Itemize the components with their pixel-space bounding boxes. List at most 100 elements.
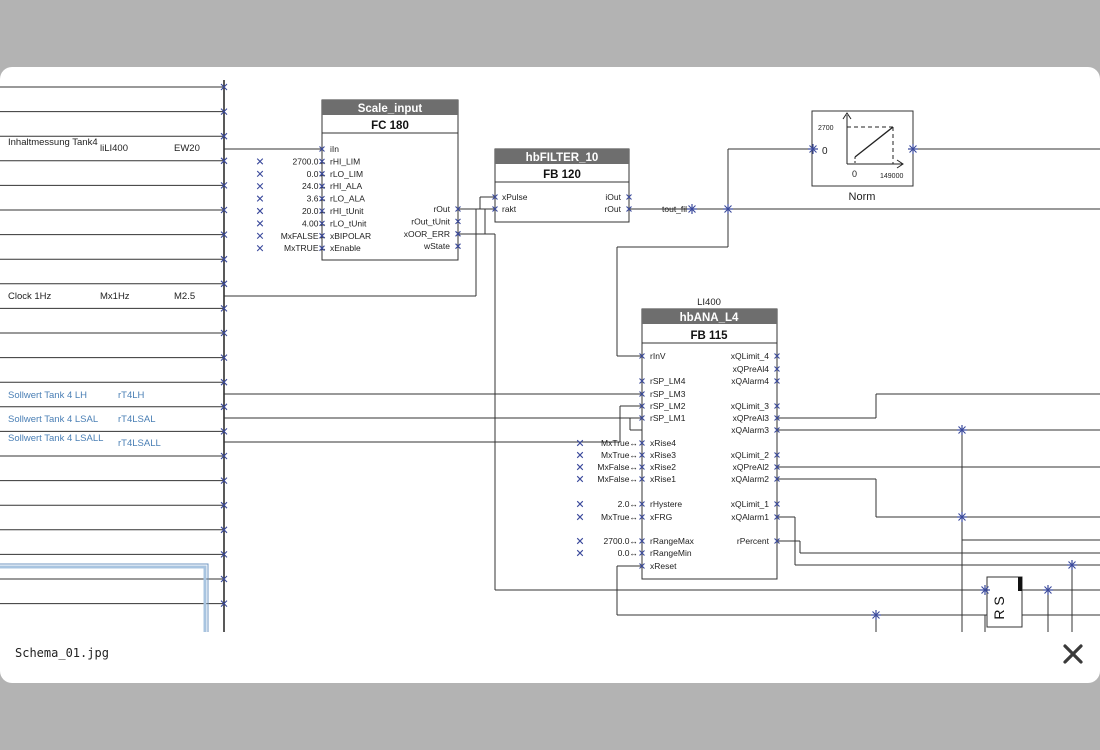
connection-mark <box>774 501 780 507</box>
connection-mark <box>319 245 325 252</box>
connection-mark <box>256 232 264 239</box>
fb115-input-pin: xFRG <box>650 512 672 522</box>
signal-addr: EW20 <box>174 143 200 154</box>
norm-label: Norm <box>849 191 876 203</box>
connection-mark <box>639 403 645 409</box>
connection-mark <box>872 611 880 619</box>
fc180-input-pin: rHI_ALA <box>330 181 362 191</box>
connection-mark <box>639 391 645 397</box>
connection-mark <box>688 205 696 213</box>
fc180-input-pin: rLO_tUnit <box>330 218 367 228</box>
image-caption: Schema_01.jpg <box>15 646 109 660</box>
connection-mark <box>220 551 228 558</box>
connection-mark <box>774 452 780 458</box>
fb115-input-value: MxTrue↔ <box>601 512 638 522</box>
connection-mark <box>774 353 780 359</box>
signal-name: Sollwert Tank 4 LH <box>8 390 87 401</box>
connection-mark <box>724 205 732 213</box>
fb120-number: FB 120 <box>543 169 581 181</box>
fb115-output-pin: xQLimit_1 <box>731 499 770 509</box>
fb115-input-value: MxTrue↔ <box>601 438 638 448</box>
connection-mark <box>576 549 584 557</box>
rs-flipflop: R S <box>986 576 1023 628</box>
connection-mark <box>774 366 780 372</box>
connection-mark <box>220 428 228 435</box>
fb115-input-value: MxFalse↔ <box>597 474 638 484</box>
connection-mark <box>576 500 584 508</box>
fb115-output-pin: xQLimit_2 <box>731 450 770 460</box>
connection-mark <box>256 207 264 215</box>
connection-mark <box>774 415 780 421</box>
connection-mark <box>639 452 645 458</box>
connection-mark <box>220 132 228 140</box>
fb115-input-value: 2.0↔ <box>618 499 638 509</box>
connection-mark <box>639 464 645 470</box>
signal-name: Inhaltmessung Tank4 <box>8 137 98 148</box>
connection-mark <box>256 220 264 227</box>
image-viewer-modal: Inhaltmessung Tank4 liLI400 EW20 Clock 1… <box>0 67 1100 683</box>
fc180-input-pin: iIn <box>330 144 339 154</box>
connection-mark <box>639 514 645 520</box>
connection-mark <box>319 208 325 214</box>
fc180-output-pin: rOut_tUnit <box>411 216 450 226</box>
filter-output-signal: tout_fil <box>662 204 687 214</box>
fb115-number: FB 115 <box>690 330 728 342</box>
connection-mark <box>319 220 325 227</box>
fc180-output-pin: xOOR_ERR <box>404 229 450 239</box>
fb115-output-pin: xQPreAl3 <box>733 413 770 423</box>
connection-mark <box>639 353 645 359</box>
norm-y-max: 2700 <box>818 125 834 132</box>
junction-marks <box>687 144 1077 620</box>
fc180-input-pin: rHI_LIM <box>330 156 360 166</box>
fb115-output-pin: xQAlarm3 <box>731 425 769 435</box>
fb115-output-pin: xQLimit_3 <box>731 401 770 411</box>
fb115-output-pin: rPercent <box>737 536 770 546</box>
close-button[interactable] <box>1061 642 1085 666</box>
connection-mark <box>639 538 645 544</box>
norm-x-min: 0 <box>852 169 857 179</box>
connection-mark <box>455 230 461 237</box>
connection-mark <box>774 378 780 384</box>
fb115-input-pin: xRise1 <box>650 474 676 484</box>
signal-tag: rT4LH <box>118 390 145 401</box>
fc180-input-pin: rLO_ALA <box>330 194 365 204</box>
connection-mark <box>319 146 325 152</box>
fc180-number: FC 180 <box>371 120 409 132</box>
connection-mark <box>774 476 780 482</box>
fb115-input-pin: rSP_LM3 <box>650 389 686 399</box>
connection-mark <box>319 232 325 239</box>
fb115-input-value: MxTrue↔ <box>601 450 638 460</box>
connection-mark <box>220 280 228 288</box>
connection-mark <box>256 195 264 202</box>
connection-mark <box>576 451 584 459</box>
signal-labels: Inhaltmessung Tank4 liLI400 EW20 Clock 1… <box>8 137 200 449</box>
fb115-output-pin: xQAlarm2 <box>731 474 769 484</box>
connection-mark <box>220 354 228 361</box>
fb120-input-pin: xPulse <box>502 192 528 202</box>
fb115-input-value: 0.0↔ <box>618 548 638 558</box>
norm-input-value: 0 <box>822 146 828 157</box>
connection-mark <box>220 305 228 312</box>
fb115-input-pin: rSP_LM2 <box>650 401 686 411</box>
connection-mark <box>319 195 325 202</box>
connection-mark <box>774 514 780 520</box>
connection-mark <box>774 538 780 544</box>
connection-mark <box>639 415 645 421</box>
fb115-input-pin: rRangeMax <box>650 536 695 546</box>
panel-frame-edge <box>0 563 209 632</box>
connection-mark <box>774 427 780 433</box>
fb115-input-pin: rInV <box>650 351 666 361</box>
fb120-output-pin: rOut <box>604 204 621 214</box>
fb115-output-pin: xQAlarm4 <box>731 376 769 386</box>
wires <box>224 148 1100 632</box>
rs-label: R S <box>991 596 1007 619</box>
connection-mark <box>220 83 228 91</box>
fc180-input-pin: rHI_tUnit <box>330 206 364 216</box>
fc180-input-value: 2700.0↔ <box>293 156 328 166</box>
connection-mark <box>220 575 228 583</box>
connection-mark <box>639 550 645 556</box>
fb115-instance: LI400 <box>697 297 721 308</box>
signal-tag: rT4LSAL <box>118 414 156 425</box>
signal-name: Sollwert Tank 4 LSAL <box>8 414 98 425</box>
